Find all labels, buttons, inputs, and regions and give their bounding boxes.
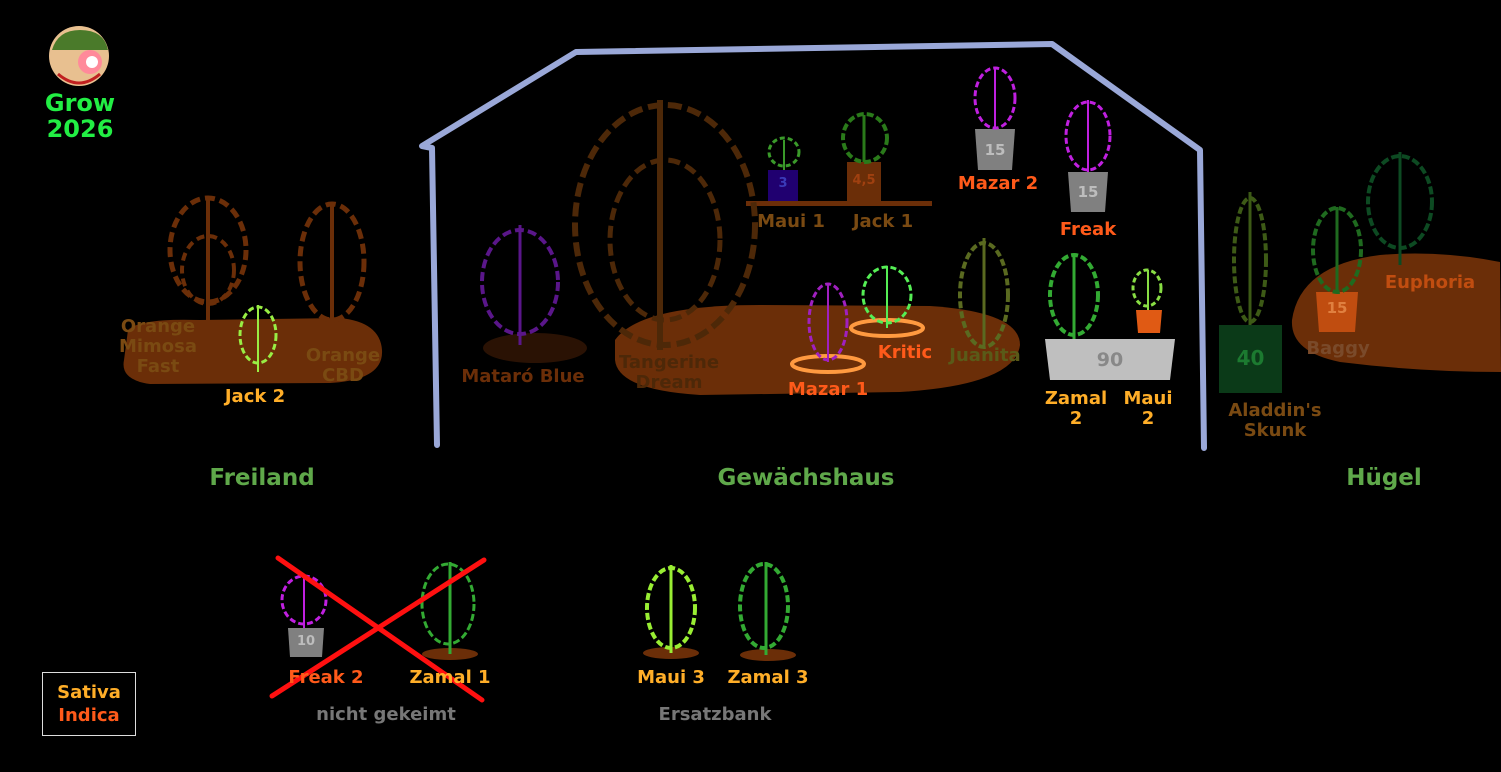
label-jack1: Jack 1	[852, 211, 914, 232]
label-zamal3: Zamal 3	[727, 667, 809, 688]
pot-maui1-size: 3	[778, 176, 788, 191]
plant-zamal1	[420, 562, 476, 654]
plant-orange-mimosa	[167, 195, 249, 340]
plant-jack2	[238, 305, 278, 372]
pot-freak2-size: 10	[296, 634, 316, 649]
plant-maui2	[1131, 268, 1163, 310]
label-tangerine-dream: Tangerine Dream	[618, 352, 720, 393]
section-gewaechshaus: Gewächshaus	[717, 465, 895, 491]
app-title-line1: Grow	[44, 89, 116, 117]
label-mataro-blue: Mataró Blue	[461, 366, 585, 387]
label-jack2: Jack 2	[224, 386, 286, 407]
section-freiland: Freiland	[209, 465, 315, 491]
label-maui3: Maui 3	[637, 667, 705, 688]
label-zamal2: Zamal 2	[1044, 388, 1108, 429]
pot-freak-size: 15	[1077, 183, 1099, 201]
plant-maui1	[767, 136, 801, 170]
plant-orange-cbd	[297, 201, 367, 340]
plant-baggy	[1311, 206, 1363, 294]
zamal3-soil	[740, 649, 796, 661]
pot-maui2	[1136, 310, 1162, 333]
plant-tangerine-dream	[572, 100, 758, 350]
box-zamal-maui-size: 90	[1096, 349, 1124, 371]
pot-mazar2	[975, 129, 1015, 170]
pot-aladdin-size: 40	[1236, 346, 1265, 370]
plant-freak	[1064, 100, 1112, 172]
plant-maui3	[645, 565, 697, 653]
greenhouse-frame	[419, 41, 1207, 451]
pot-freak2	[288, 628, 324, 657]
label-euphoria: Euphoria	[1384, 272, 1476, 293]
pot-mazar2-size: 15	[984, 141, 1006, 159]
pot-baggy	[1316, 292, 1358, 332]
section-nicht-gekeimt: nicht gekeimt	[316, 704, 456, 725]
label-maui2: Maui 2	[1123, 388, 1173, 429]
plant-jack1	[841, 112, 889, 164]
plant-mazar2	[973, 66, 1017, 130]
plant-euphoria	[1366, 152, 1434, 265]
freiland-soil	[123, 318, 383, 384]
label-freak2: Freak 2	[288, 667, 364, 688]
app-title: Grow 2026	[30, 90, 130, 142]
label-orange-mimosa-fast: Orange Mimosa Fast	[118, 316, 198, 377]
pot-maui1	[768, 170, 798, 201]
plant-aladdins-skunk	[1232, 192, 1268, 325]
not-germinated-cross	[269, 555, 487, 703]
label-juanita: Juanita	[949, 345, 1021, 366]
mataro-soil	[483, 333, 587, 363]
section-ersatzbank: Ersatzbank	[658, 704, 772, 725]
label-maui1: Maui 1	[757, 211, 825, 232]
label-freak: Freak	[1059, 219, 1117, 240]
legend-sativa: Sativa	[57, 682, 121, 703]
section-huegel: Hügel	[1346, 465, 1422, 491]
label-baggy: Baggy	[1306, 338, 1370, 359]
legend-indica: Indica	[58, 705, 120, 726]
label-orange-cbd: Orange CBD	[305, 345, 381, 386]
plant-zamal3	[738, 562, 790, 655]
app-title-line2: 2026	[46, 115, 114, 143]
label-mazar2: Mazar 2	[957, 173, 1039, 194]
pot-jack1	[847, 162, 881, 201]
plant-mataro-blue	[480, 225, 560, 345]
plant-juanita	[958, 238, 1010, 349]
pot-freak	[1068, 172, 1108, 212]
logo-icon	[49, 26, 109, 86]
label-mazar1: Mazar 1	[787, 379, 869, 400]
label-aladdins-skunk: Aladdin's Skunk	[1228, 400, 1322, 441]
plant-mazar1	[807, 282, 849, 362]
pot-jack1-size: 4,5	[852, 173, 876, 188]
huegel-soil	[1291, 253, 1501, 372]
shelf	[746, 201, 932, 206]
label-kritic: Kritic	[877, 342, 933, 363]
plant-kritic	[861, 265, 913, 328]
plant-zamal2	[1048, 253, 1100, 339]
label-zamal1: Zamal 1	[409, 667, 491, 688]
pot-baggy-size: 15	[1326, 299, 1348, 317]
legend: Sativa Indica	[42, 672, 136, 736]
pot-aladdin	[1219, 325, 1282, 393]
plant-freak2	[280, 574, 328, 628]
box-zamal-maui	[1045, 339, 1175, 380]
